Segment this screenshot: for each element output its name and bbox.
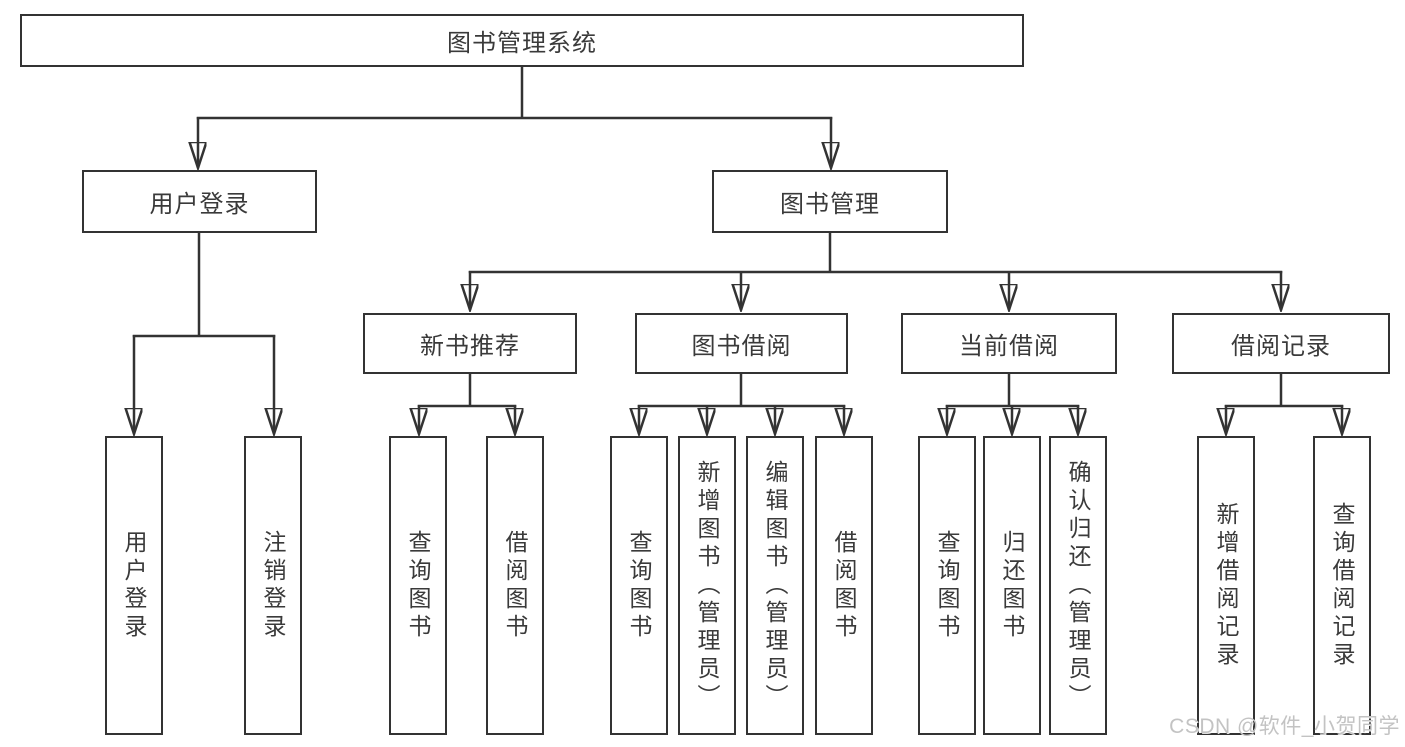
leaf-cb-return-books: 归还图书	[983, 436, 1041, 735]
leaf-bb-add-books-admin: 新增图书（管理员）	[678, 436, 736, 735]
leaf-cb-confirm-return-admin: 确认归还（管理员）	[1049, 436, 1107, 735]
leaf-bb-borrow-books: 借阅图书	[815, 436, 873, 735]
leaf-bb-query-books: 查询图书	[610, 436, 668, 735]
leaf-rec-query-record: 查询借阅记录	[1313, 436, 1371, 735]
node-root: 图书管理系统	[20, 14, 1024, 67]
node-borrow-records: 借阅记录	[1172, 313, 1390, 374]
leaf-cb-query-books: 查询图书	[918, 436, 976, 735]
leaf-logout-login: 注销登录	[244, 436, 302, 735]
node-user-login: 用户登录	[82, 170, 317, 233]
leaf-nb-borrow-books: 借阅图书	[486, 436, 544, 735]
leaf-nb-query-books: 查询图书	[389, 436, 447, 735]
leaf-user-login: 用户登录	[105, 436, 163, 735]
node-new-book-recommend: 新书推荐	[363, 313, 577, 374]
csdn-watermark: CSDN @软件_小贺同学	[1169, 715, 1400, 738]
leaf-rec-add-record: 新增借阅记录	[1197, 436, 1255, 735]
node-current-borrow: 当前借阅	[901, 313, 1117, 374]
node-book-management: 图书管理	[712, 170, 948, 233]
node-book-borrow: 图书借阅	[635, 313, 848, 374]
leaf-bb-edit-books-admin: 编辑图书（管理员）	[746, 436, 804, 735]
